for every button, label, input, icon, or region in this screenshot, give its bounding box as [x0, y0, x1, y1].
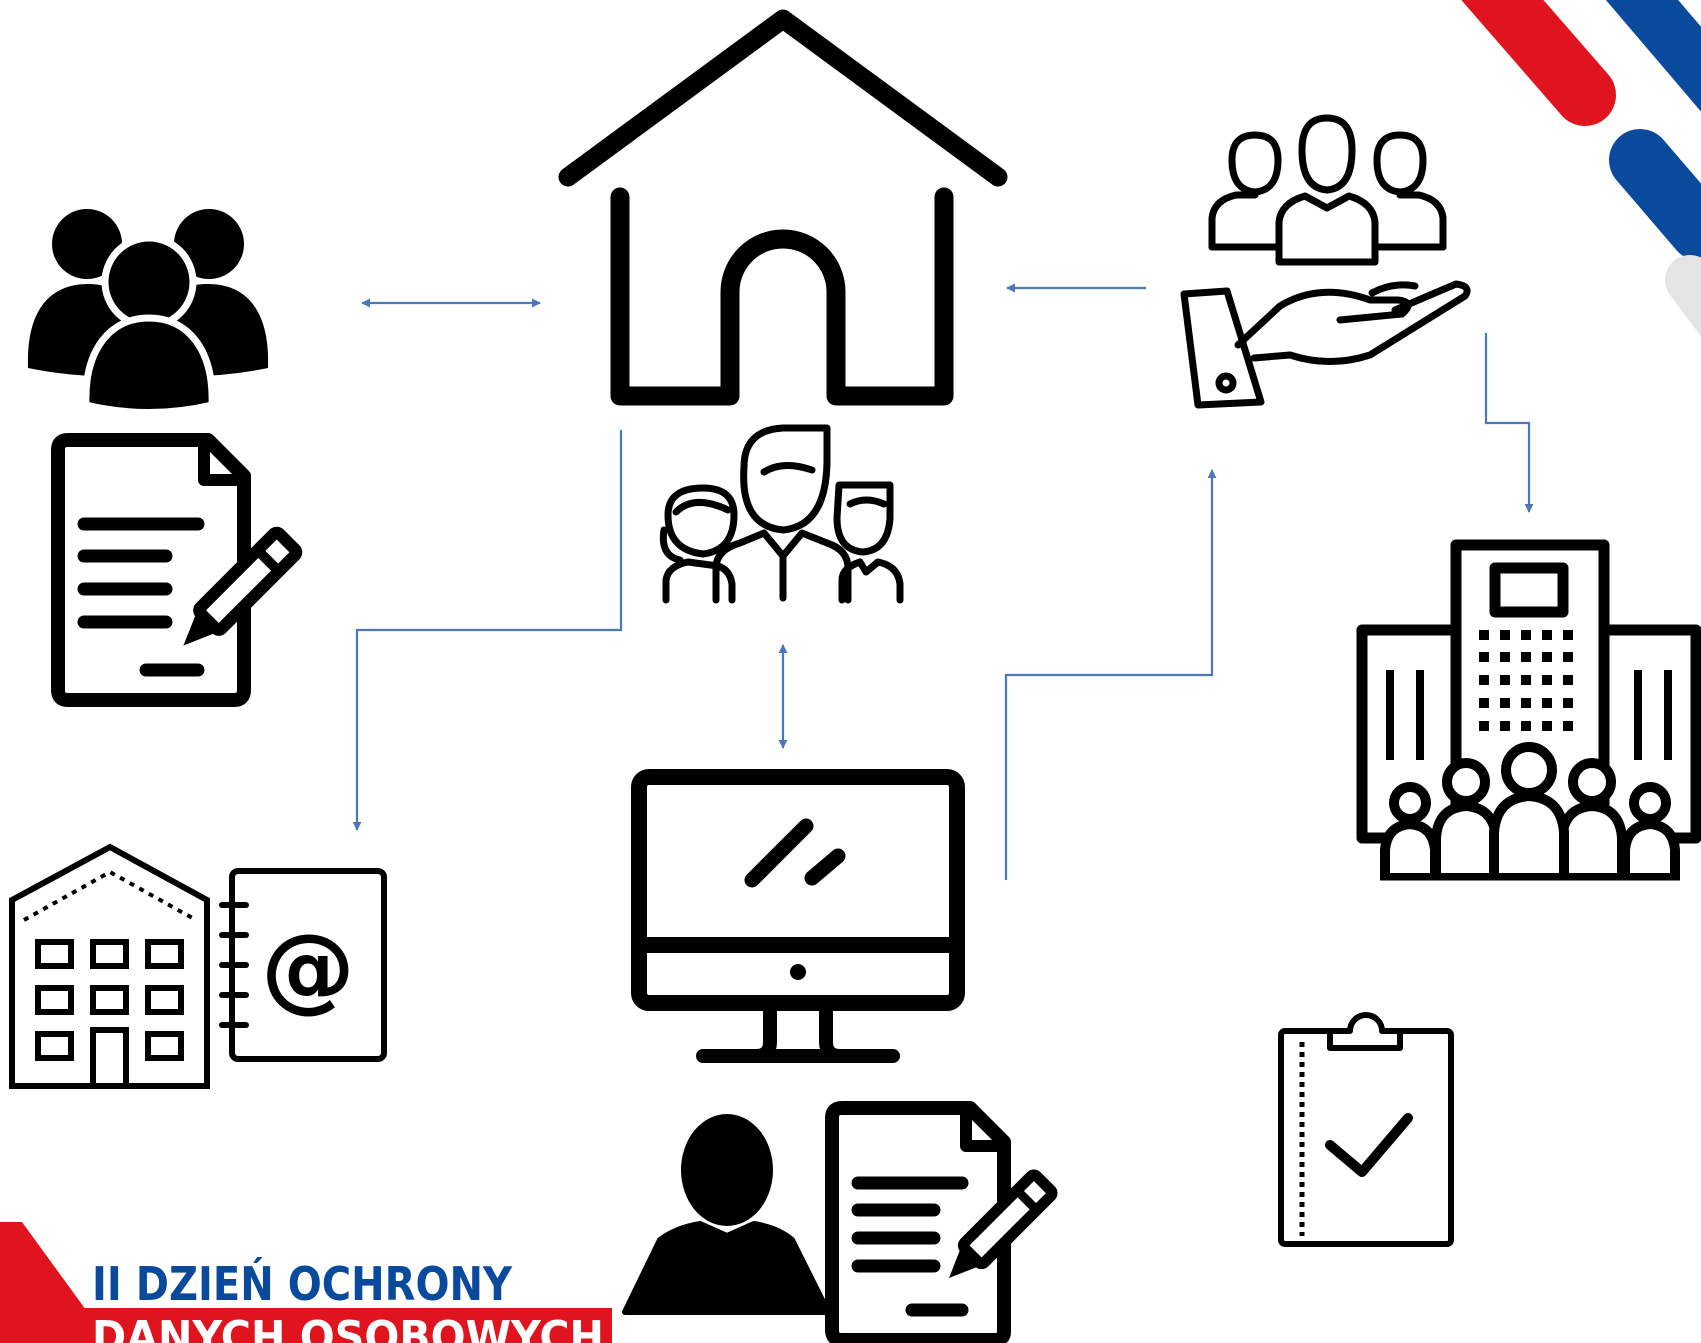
corner-stripes-decoration — [1461, 0, 1701, 336]
arrow-hand-office — [1484, 333, 1534, 513]
at-sign-glyph: @ — [261, 914, 355, 1023]
office-building-icon — [1356, 539, 1701, 881]
building-windows — [1479, 630, 1573, 731]
event-logo: II DZIEŃ OCHRONY DANYCH OSOBOWYCH — [0, 1222, 612, 1343]
arrow-house-building — [352, 430, 623, 831]
people-group-icon — [27, 209, 269, 416]
logo-line-1: II DZIEŃ OCHRONY — [92, 1257, 513, 1311]
document-signature-icon — [51, 433, 303, 707]
connector-arrows — [352, 283, 1534, 880]
house-icon — [558, 9, 1008, 406]
computer-monitor-icon — [631, 769, 965, 1063]
people-in-hand-icon — [1180, 114, 1471, 409]
clipboard-check-icon — [1278, 1012, 1454, 1247]
logo-line-2: DANYCH OSOBOWYCH — [92, 1312, 604, 1343]
team-icon — [659, 424, 904, 604]
building-address-book-icon: @ — [9, 843, 387, 1089]
person-with-document-icon — [622, 1101, 1058, 1343]
arrow-computer-hand — [1004, 469, 1217, 880]
